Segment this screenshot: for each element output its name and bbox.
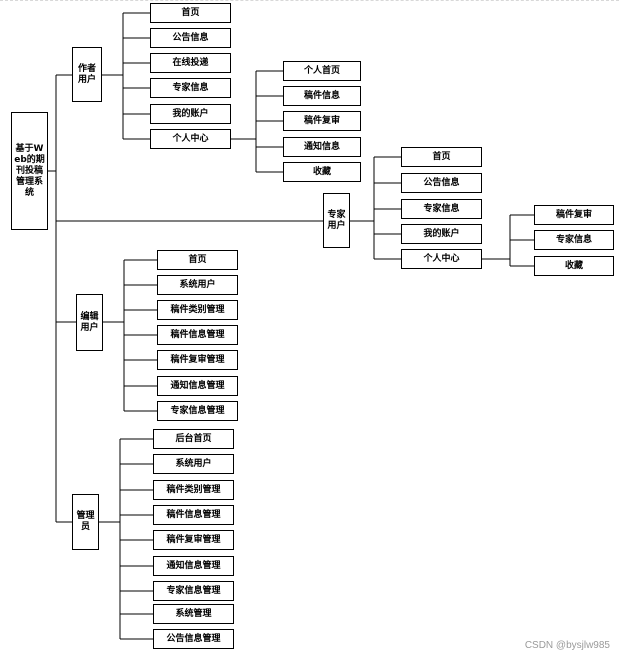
editor-item-experts: 专家信息管理: [157, 401, 238, 421]
author-pc-home: 个人首页: [283, 61, 361, 81]
editor-item-reviews: 稿件复审管理: [157, 350, 238, 370]
editor-item-manuscripts: 稿件信息管理: [157, 325, 238, 345]
author-pc-label: 稿件信息: [303, 90, 340, 101]
author-item-label: 我的账户: [172, 108, 209, 119]
author-pc-label: 稿件复审: [303, 115, 340, 126]
root-label: 基于Web的期刊投稿管理系统: [14, 143, 45, 198]
admin-item-system: 系统管理: [153, 604, 234, 624]
author-item-home: 首页: [150, 3, 231, 23]
watermark: CSDN @bysjlw985: [524, 640, 610, 651]
author-item-personal-center: 个人中心: [150, 129, 231, 149]
top-border: [0, 0, 619, 2]
expert-pc-label: 收藏: [564, 260, 583, 271]
author-item-label: 在线投递: [172, 57, 209, 68]
expert-item-label: 专家信息: [423, 203, 460, 214]
admin-item-label: 后台首页: [175, 433, 212, 444]
editor-item-label: 首页: [188, 254, 207, 265]
author-item-account: 我的账户: [150, 104, 231, 124]
expert-item-account: 我的账户: [401, 224, 482, 244]
admin-item-users: 系统用户: [153, 454, 234, 474]
expert-pc-experts: 专家信息: [534, 230, 614, 250]
expert-item-label: 个人中心: [423, 253, 460, 264]
expert-pc-label: 稿件复审: [555, 209, 592, 220]
author-item-label: 个人中心: [172, 133, 209, 144]
author-pc-favorites: 收藏: [283, 162, 361, 182]
admin-item-notices: 通知信息管理: [153, 556, 234, 576]
admin-item-categories: 稿件类别管理: [153, 480, 234, 500]
editor-item-categories: 稿件类别管理: [157, 300, 238, 320]
expert-pc-favorites: 收藏: [534, 256, 614, 276]
author-item-label: 公告信息: [172, 32, 209, 43]
admin-item-reviews: 稿件复审管理: [153, 530, 234, 550]
admin-node: 管理员: [72, 494, 99, 550]
author-pc-label: 个人首页: [303, 65, 340, 76]
admin-item-label: 通知信息管理: [166, 560, 221, 571]
admin-item-label: 稿件复审管理: [166, 534, 221, 545]
editor-label: 编辑用户: [80, 311, 99, 333]
admin-item-home: 后台首页: [153, 429, 234, 449]
admin-item-experts: 专家信息管理: [153, 581, 234, 601]
expert-item-home: 首页: [401, 147, 482, 167]
editor-item-label: 系统用户: [179, 279, 216, 290]
author-pc-manuscripts: 稿件信息: [283, 86, 361, 106]
admin-label: 管理员: [76, 511, 95, 532]
author-item-label: 首页: [181, 7, 200, 18]
editor-item-label: 通知信息管理: [170, 380, 225, 391]
editor-node: 编辑用户: [76, 294, 103, 351]
editor-item-label: 稿件信息管理: [170, 329, 225, 340]
admin-item-label: 稿件类别管理: [166, 484, 221, 495]
expert-pc-review: 稿件复审: [534, 205, 614, 225]
expert-item-experts: 专家信息: [401, 199, 482, 219]
expert-pc-label: 专家信息: [555, 234, 592, 245]
expert-item-label: 首页: [432, 151, 451, 162]
author-item-notice: 公告信息: [150, 28, 231, 48]
author-label: 作者用户: [77, 63, 96, 85]
admin-item-label: 系统用户: [175, 458, 212, 469]
admin-item-label: 系统管理: [175, 608, 212, 619]
expert-item-personal-center: 个人中心: [401, 249, 482, 269]
editor-item-label: 稿件类别管理: [170, 304, 225, 315]
author-pc-notices: 通知信息: [283, 137, 361, 157]
editor-item-home: 首页: [157, 250, 238, 270]
admin-item-label: 公告信息管理: [166, 633, 221, 644]
admin-item-label: 专家信息管理: [166, 585, 221, 596]
author-item-experts: 专家信息: [150, 78, 231, 98]
author-node: 作者用户: [72, 47, 102, 102]
admin-item-manuscripts: 稿件信息管理: [153, 505, 234, 525]
expert-node: 专家用户: [323, 193, 350, 248]
author-item-submit: 在线投递: [150, 53, 231, 73]
author-pc-label: 通知信息: [303, 141, 340, 152]
editor-item-notices: 通知信息管理: [157, 376, 238, 396]
editor-item-label: 专家信息管理: [170, 405, 225, 416]
author-item-label: 专家信息: [172, 82, 209, 93]
expert-item-label: 公告信息: [423, 177, 460, 188]
expert-label: 专家用户: [327, 209, 346, 231]
admin-item-label: 稿件信息管理: [166, 509, 221, 520]
editor-item-users: 系统用户: [157, 275, 238, 295]
editor-item-label: 稿件复审管理: [170, 354, 225, 365]
expert-item-label: 我的账户: [423, 228, 460, 239]
admin-item-announcements: 公告信息管理: [153, 629, 234, 649]
expert-item-notice: 公告信息: [401, 173, 482, 193]
author-pc-label: 收藏: [312, 166, 331, 177]
author-pc-review: 稿件复审: [283, 111, 361, 131]
root-node: 基于Web的期刊投稿管理系统: [11, 112, 48, 230]
